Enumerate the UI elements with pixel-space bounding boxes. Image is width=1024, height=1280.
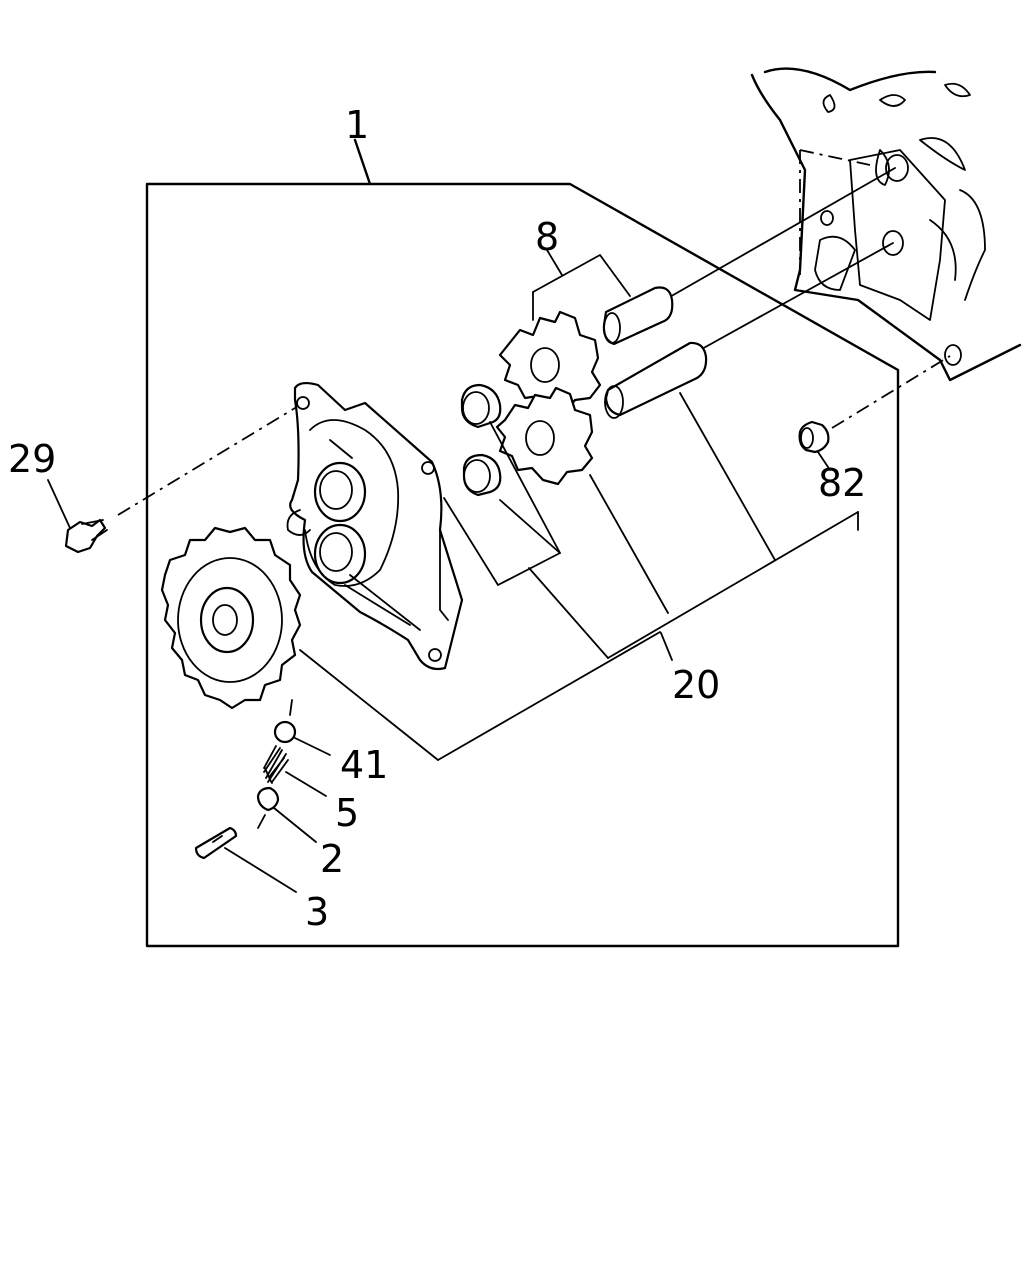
label-pin: 3 (305, 890, 329, 934)
pump-gear-lower (495, 386, 594, 486)
label-assembly: 1 (345, 103, 369, 147)
shaft-short (602, 286, 674, 346)
bush-upper (460, 383, 502, 429)
pump-body (286, 381, 464, 671)
pin-3 (194, 814, 297, 893)
dowel-82 (798, 420, 831, 471)
shaft-long (604, 341, 708, 419)
label-plug: 2 (320, 837, 344, 881)
alignment-lines (117, 167, 951, 516)
kit-bracket (443, 392, 859, 661)
bush-lower (462, 453, 502, 497)
bolt-29 (47, 479, 108, 554)
valve-plug-2 (256, 786, 317, 843)
label-kit: 20 (672, 663, 720, 707)
label-ball: 41 (340, 743, 388, 787)
pump-gear-upper (498, 310, 602, 414)
label-spring: 5 (335, 791, 359, 835)
label-gear-set: 8 (535, 215, 559, 259)
valve-ball-41 (273, 699, 331, 756)
callout-labels: 1 8 29 82 20 41 5 2 3 (8, 103, 866, 934)
valve-spring-5 (263, 745, 327, 797)
drive-gear (160, 526, 661, 761)
assembly-frame (145, 138, 900, 948)
label-dowel: 82 (818, 461, 866, 505)
label-bolt: 29 (8, 437, 56, 481)
engine-block (750, 67, 1022, 382)
